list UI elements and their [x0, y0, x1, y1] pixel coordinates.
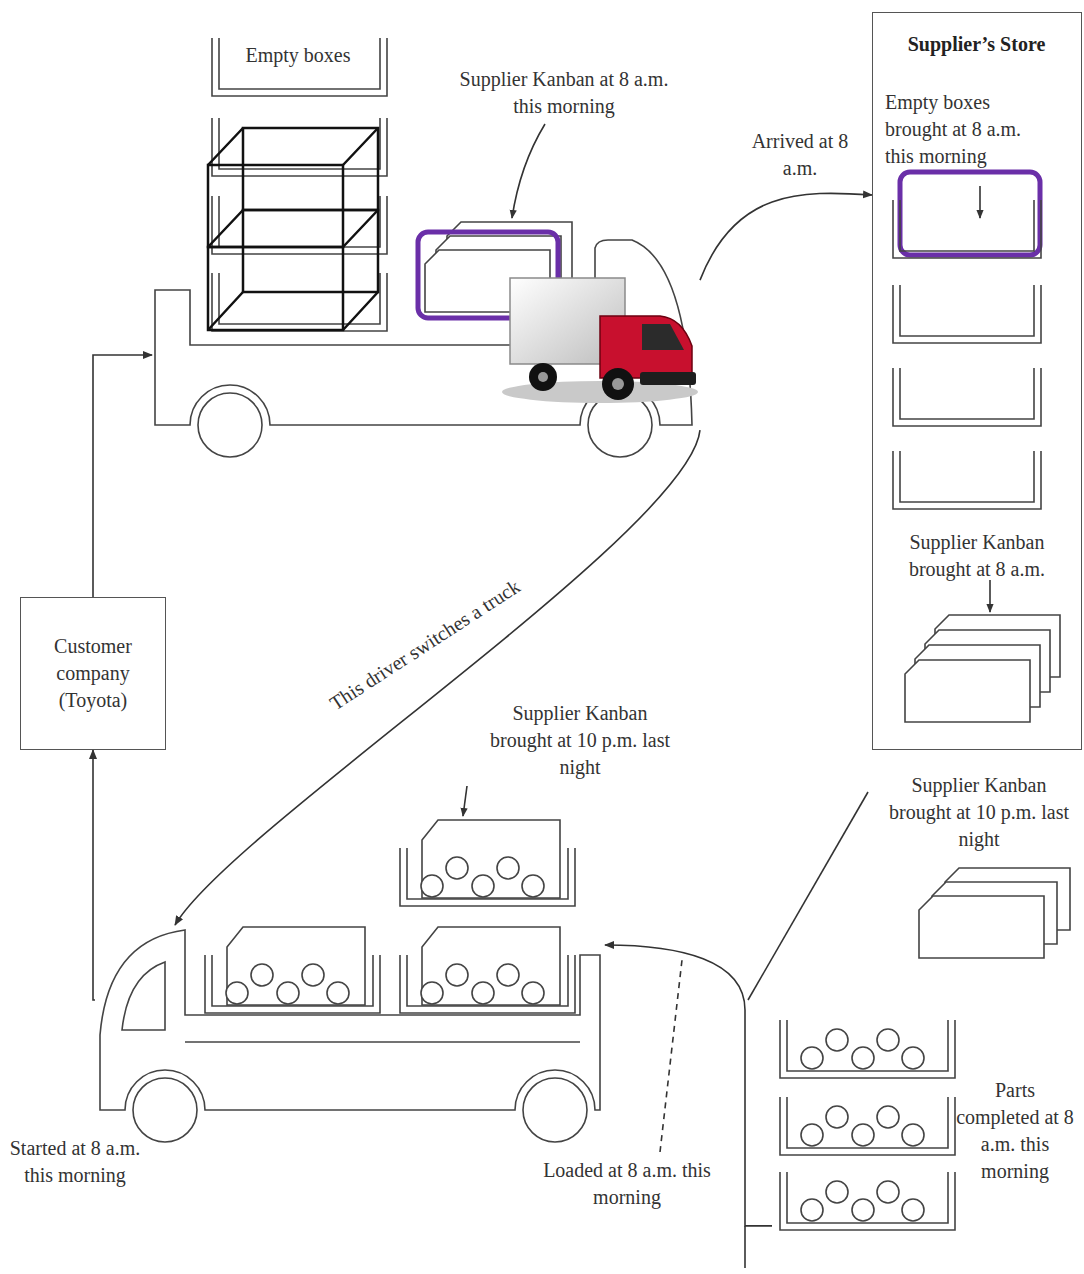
- supplier-store-panel: Supplier’s StoreEmpty boxes brought at 8…: [872, 12, 1082, 750]
- flow-arrow: [93, 355, 152, 597]
- node-text: Supplier Kanban brought at 8 a.m.: [883, 529, 1071, 583]
- kanban-note: Supplier Kanban brought at 10 p.m. last …: [478, 700, 682, 781]
- edge-label: Loaded at 8 a.m. this morning: [540, 1157, 714, 1211]
- node-text: Empty boxes: [212, 42, 384, 69]
- node-text: Customer company (Toyota): [31, 633, 155, 714]
- flow-arrow: [93, 750, 95, 1000]
- kanban-note: Supplier Kanban at 8 a.m. this morning: [457, 66, 671, 120]
- flow-arrow: [700, 193, 872, 280]
- edge-label: Arrived at 8 a.m.: [748, 128, 852, 182]
- panel-heading: Supplier’s Store: [873, 31, 1080, 58]
- parts-stack: Parts completed at 8 a.m. this morning: [772, 1012, 1082, 1242]
- flow-arrow: [175, 430, 700, 925]
- node-text: Started at 8 a.m. this morning: [7, 1135, 143, 1189]
- kanban-note: Supplier Kanban brought at 10 p.m. last …: [882, 772, 1076, 853]
- node-text: Parts completed at 8 a.m. this morning: [952, 1077, 1078, 1185]
- customer-box: Customer company (Toyota): [20, 597, 166, 750]
- loaded-truck: Started at 8 a.m. this morning: [95, 925, 605, 1110]
- node-text: Empty boxes brought at 8 a.m. this morni…: [885, 89, 1053, 170]
